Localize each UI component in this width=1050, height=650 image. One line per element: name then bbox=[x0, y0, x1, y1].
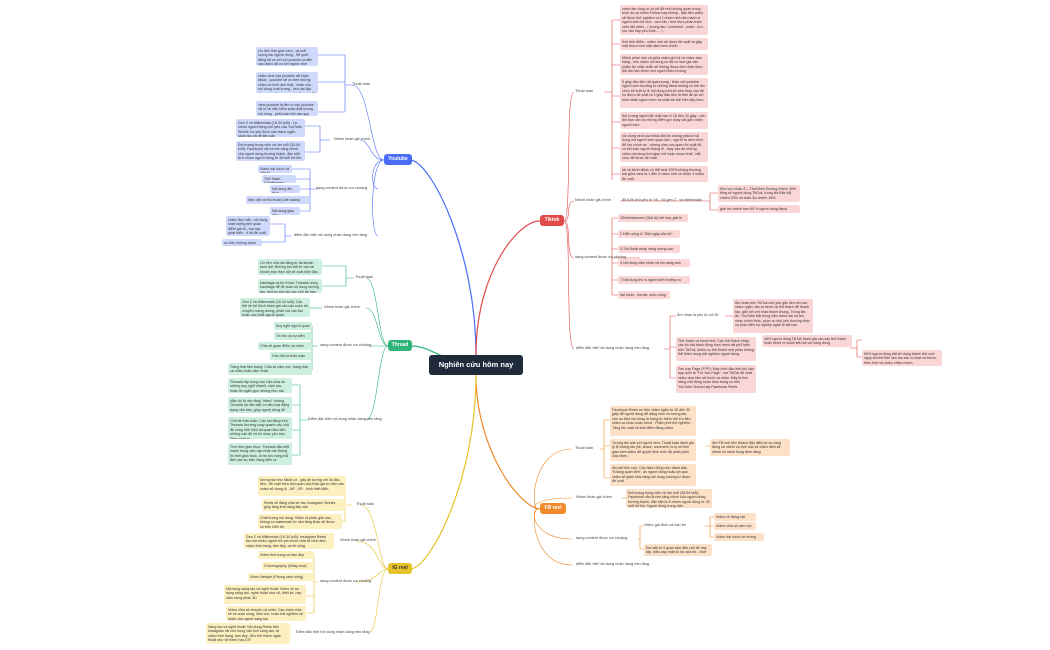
fbreel-content-item[interactable]: Ra mắt từ ít quan tâm đến chủ đề hay tập… bbox=[644, 544, 712, 556]
tiktok-diem-dac-biet-side[interactable]: 60% người dùng bắt sử dụng thành thử mới… bbox=[862, 350, 942, 366]
fbreel-dang-content-label[interactable]: dạng content được ưa chuộng bbox=[576, 536, 628, 540]
tiktok-nhom-khach-sub[interactable]: đổ tuổi chủ yếu từ 16 - 34 gen Z , và mi… bbox=[622, 198, 702, 202]
thread-thuat-toan-label[interactable]: Thuật toán bbox=[355, 275, 374, 279]
branch-fbreel[interactable]: FB reel bbox=[540, 503, 566, 514]
tiktok-diem-dac-biet-item[interactable]: Thử thách và trend nhỏ: Các thử thách nh… bbox=[676, 337, 756, 361]
youtube-nhom-khach-item[interactable]: Đối tượng trung niên và lớn tuổi (35-54 … bbox=[236, 141, 305, 161]
thread-content-item[interactable]: Câu hỏi và thảo luận bbox=[270, 352, 312, 360]
youtube-content-item[interactable]: Video hài hước và giải trí bbox=[258, 165, 292, 173]
branch-igreel[interactable]: IG reel bbox=[388, 563, 412, 574]
tiktok-thuat-toan-item[interactable]: tất cả kênh tiktok có thể viral 100% khô… bbox=[620, 166, 708, 182]
fbreel-content-subitem[interactable]: Video hài hước về tương bbox=[714, 533, 764, 541]
fbreel-dang-content-sub[interactable]: Video gia đình và bạn bè bbox=[644, 523, 686, 527]
tiktok-thuat-toan-label[interactable]: Thuật toán bbox=[575, 89, 594, 93]
thread-thuat-toan-item[interactable]: hashtags và tin Khóa: Threads dùng hasht… bbox=[258, 279, 322, 293]
thread-nhom-khach-label[interactable]: Nhóm khán giả chính bbox=[324, 305, 360, 309]
igreel-thuat-toan-label[interactable]: Thuật toán bbox=[356, 502, 375, 506]
youtube-nhom-khach-label[interactable]: Nhóm khán giả chính bbox=[334, 137, 370, 141]
igreel-diem-dac-biet-item[interactable]: Sáng tạo và nghệ thuật: Nội dung Reels t… bbox=[206, 623, 290, 644]
tiktok-thuat-toan-item[interactable]: Mảnh phần nhẹ và giữa video giới là và v… bbox=[620, 54, 708, 75]
thread-diem-dac-biet-item[interactable]: Threads tập trung vào việc chia sẻ những… bbox=[228, 378, 292, 393]
tiktok-diem-dac-biet-sub[interactable]: Âm nhạc là yếu tố cốt lõi bbox=[677, 313, 719, 317]
igreel-thuat-toan-item[interactable]: Chất lượng nội dung: Video rõ phân giải … bbox=[258, 514, 342, 529]
tiktok-content-item[interactable]: 7.Nội dung thú vị người ảnh hưởng xu bbox=[618, 276, 690, 284]
igreel-nhom-khach-item[interactable]: Gen Z và Millennials (16-34 tuổi): Insta… bbox=[244, 533, 334, 549]
thread-nhom-khach-item[interactable]: Gen Z và Millennials (16-34 tuổi): Các t… bbox=[240, 298, 310, 317]
fbreel-nhom-khach-label[interactable]: Nhóm khán giả chính bbox=[576, 495, 612, 499]
tiktok-nhom-khach-label[interactable]: Nhóm khán giả chính bbox=[575, 198, 611, 202]
youtube-diem-dac-biet-item[interactable]: video đẹp mắt , nội dung chất lượng tiền… bbox=[226, 216, 270, 236]
igreel-content-item[interactable]: Video thời trang và làm đẹp bbox=[258, 551, 314, 559]
fbreel-thuat-toan-side[interactable]: liên FB reel liên Khách đặc điểm bị cơ c… bbox=[710, 439, 790, 456]
youtube-diem-dac-biet-label[interactable]: điểm đặc biệt nội dung nhận dạng nền tản… bbox=[294, 233, 368, 237]
branch-tiktok[interactable]: Tiktok bbox=[540, 215, 564, 226]
root-topic[interactable]: Nghiên cứu hôm nay bbox=[429, 355, 523, 375]
igreel-content-item[interactable]: Choreography (Nhảy múa) bbox=[262, 562, 314, 570]
igreel-diem-dac-biet-label[interactable]: Điểm đặc biệt nội dung nhận dạng nền tản… bbox=[296, 630, 370, 634]
igreel-thuat-toan-item[interactable]: Reels sẽ đăng chia sẻ vào Instagram Stor… bbox=[262, 499, 346, 511]
youtube-nhom-khach-item[interactable]: Gen Z và Millennials (16-34 tuổi) : Là n… bbox=[236, 119, 305, 137]
youtube-thuat-toan-label[interactable]: Thuật toán bbox=[352, 82, 371, 86]
tiktok-diem-dac-biet-label[interactable]: điểm đặc biệt nội dung nhận dạng nền tản… bbox=[576, 346, 650, 350]
igreel-content-item[interactable]: Nội dung sáng tạo và nghệ thuật: Video v… bbox=[224, 585, 306, 604]
thread-diem-dac-biet-item[interactable]: Tính thời gian thực: Threads đặc biệt mạ… bbox=[228, 443, 292, 465]
igreel-dang-content-label[interactable]: dạng content được ưa chuộng bbox=[320, 579, 372, 583]
thread-diem-dac-biet-item[interactable]: Chủ đề thảo luận: Các bài đăng trên Thre… bbox=[228, 417, 292, 439]
tiktok-thuat-toan-item[interactable]: thời thời điểm - video mới sẽ được đề xu… bbox=[620, 38, 708, 50]
fbreel-diem-dac-biet-label[interactable]: điểm đặc biệt nội dung nhận dạng nền tản… bbox=[576, 562, 650, 566]
youtube-dang-content-label[interactable]: dạng content được ưa chuộng bbox=[316, 186, 368, 190]
tiktok-diem-dac-biet-side[interactable]: 48% người dùng TikTok tham gia vào các t… bbox=[762, 335, 852, 347]
thread-content-item[interactable]: Tin tức và sự kiện bbox=[274, 332, 312, 340]
tiktok-nhom-khach-item[interactable]: Khu vực châu Á – Thái Bình Dương chiếm 4… bbox=[718, 185, 800, 202]
tiktok-thuat-toan-item[interactable]: 3 giây đầu tiên rất quan trọng : khác vớ… bbox=[620, 78, 708, 108]
thread-content-item[interactable]: Trang thái tâm trạng: Chia sẻ cảm xúc, t… bbox=[228, 363, 312, 375]
tiktok-thuat-toan-item[interactable]: nội dung viral của tiktok đôi khi không … bbox=[620, 132, 708, 162]
fbreel-thuat-toan-item[interactable]: liên kết tiêu cực: Các hành động như đán… bbox=[610, 464, 696, 486]
igreel-content-item[interactable]: Video lifestyle (Phong cách sống) bbox=[248, 573, 314, 581]
fbreel-content-subitem[interactable]: Video về động vật bbox=[714, 513, 756, 521]
tiktok-thuat-toan-item[interactable]: video lan rộng có có tốt đỡ nhỏ không qu… bbox=[620, 5, 708, 35]
tiktok-content-item[interactable]: hài hước , trends, cuộc sống bbox=[618, 291, 670, 299]
fbreel-thuat-toan-item[interactable]: Tương tác của với người xem: Thuật toán … bbox=[610, 439, 696, 461]
tiktok-nhom-khach-item[interactable]: giới trẻ chiếm hơn 60 % người dùng tikto… bbox=[718, 205, 800, 213]
thread-dang-content-label[interactable]: dạng content được ưa chuộng bbox=[320, 343, 372, 347]
thread-diem-dac-biet-label[interactable]: Điểm đặc biệt nội dung nhận dạng nền tản… bbox=[308, 417, 382, 421]
youtube-diem-dac-biet-item[interactable]: ưu tiên những video dài nhiều hơn bbox=[222, 239, 262, 246]
fbreel-nhom-khach-item[interactable]: Đối tượng trung niên và lớn tuổi (35-54 … bbox=[626, 489, 712, 508]
youtube-content-item[interactable]: Thử thách (Challenges) bbox=[262, 175, 296, 183]
tiktok-dang-content-label[interactable]: dạng content được ưa chuộng bbox=[575, 255, 627, 259]
youtube-thuat-toan-item[interactable]: view youtube là tiền vì vậy youtube rất … bbox=[256, 101, 318, 116]
youtube-content-item[interactable]: Nội dung giáo dục bbox=[270, 207, 300, 215]
thread-content-item[interactable]: Suy nghĩ người quan bbox=[274, 322, 312, 330]
igreel-nhom-khach-label[interactable]: Nhóm khán giả chính bbox=[340, 538, 376, 542]
thread-content-item[interactable]: Chia sẻ quan điểm cá nhân bbox=[258, 342, 312, 350]
tiktok-diem-dac-biet-item[interactable]: Fan hay Page (FYP): Máy hình đầu tiên kh… bbox=[676, 365, 756, 393]
fbreel-thuat-toan-label[interactable]: Thuật toán bbox=[575, 446, 594, 450]
fbreel-content-subitem[interactable]: Video chia sẻ cảm xúc bbox=[714, 522, 756, 530]
tiktok-diem-dac-biet-item[interactable]: Âm nhạc trên TikTok chủ yếu gắn liền với… bbox=[733, 299, 813, 333]
fbreel-thuat-toan-item[interactable]: Facebook Reels ưu tiên video ngắn từ 15 … bbox=[610, 406, 696, 436]
tiktok-content-item[interactable]: 4.Nội dung cảm nhận và tìm sáng anh bbox=[618, 259, 690, 267]
youtube-content-item[interactable]: Nội dung ẩm thực bbox=[270, 185, 300, 193]
tiktok-content-item[interactable]: 1Entertainment (Giải trí) kết hợp giải t… bbox=[618, 214, 688, 222]
branch-thread[interactable]: Thread bbox=[388, 340, 412, 351]
youtube-content-item[interactable]: Mẹo vặt và thủ thuật (Life hacks) bbox=[246, 196, 310, 204]
tiktok-content-item[interactable]: 3.Thủ thuật nhảy năng lượng cao bbox=[618, 245, 680, 253]
youtube-thuat-toan-item[interactable]: video viral của youtube rất khác tiktok … bbox=[256, 72, 318, 93]
youtube-thuat-toan-item[interactable]: Ưu tiên thời gian xem , và tuổi lượng tá… bbox=[256, 47, 318, 66]
igreel-content-item[interactable]: Video chia sẻ chuyện cá nhân: Các video … bbox=[226, 606, 306, 621]
thread-diem-dac-biet-item[interactable]: Mặc dù là nền tảng "video" nhưng Threads… bbox=[228, 397, 292, 413]
tiktok-content-item[interactable]: 2.Hiểu sống & "Một ngày của tôi" bbox=[618, 230, 680, 238]
tiktok-thuat-toan-item[interactable]: thử lượng người đề nhật bạn ở 15 đến 30 … bbox=[620, 112, 708, 129]
branch-youtube[interactable]: Youtube bbox=[384, 154, 412, 165]
thread-thuat-toan-item[interactable]: Ưu tiên của bài đăng từ tài khoản theo d… bbox=[258, 259, 322, 275]
igreel-thuat-toan-item[interactable]: tương tác như tiktok có - gây ấn tượng v… bbox=[258, 476, 346, 496]
